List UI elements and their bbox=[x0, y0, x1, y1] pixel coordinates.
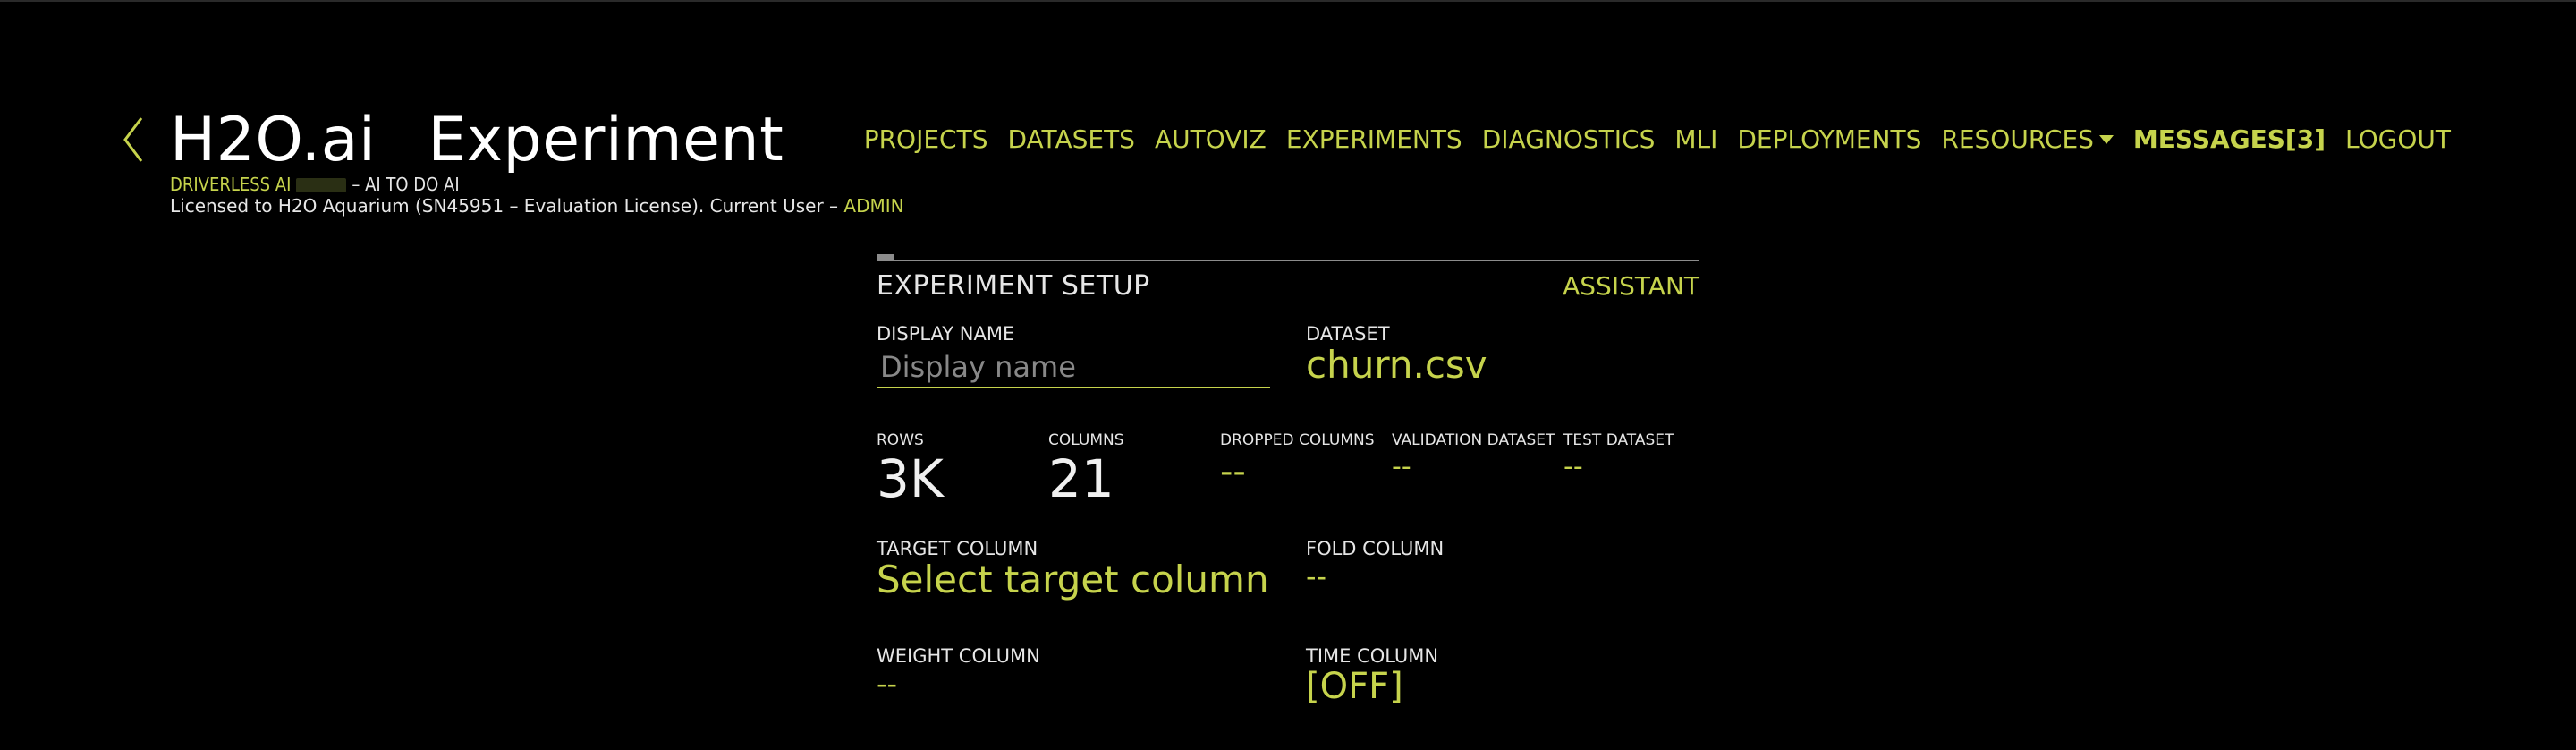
nav-projects[interactable]: PROJECTS bbox=[863, 124, 988, 154]
fold-column-label: FOLD COLUMN bbox=[1306, 538, 1445, 559]
nav-autoviz[interactable]: AUTOVIZ bbox=[1154, 124, 1267, 154]
weight-column-label: WEIGHT COLUMN bbox=[877, 645, 1040, 667]
panel-title: EXPERIMENT SETUP bbox=[877, 270, 1150, 302]
license-line: Licensed to H2O Aquarium (SN45951 – Eval… bbox=[170, 195, 904, 217]
nav-logout[interactable]: LOGOUT bbox=[2345, 124, 2451, 154]
brand-name: H2O.ai bbox=[170, 105, 377, 175]
nav-diagnostics[interactable]: DIAGNOSTICS bbox=[1481, 124, 1656, 154]
time-column-value[interactable]: [OFF] bbox=[1306, 666, 1403, 707]
product-tagline: – AI TO DO AI bbox=[352, 174, 460, 195]
fold-column-value[interactable]: -- bbox=[1306, 559, 1327, 593]
license-text: Licensed to H2O Aquarium (SN45951 – Eval… bbox=[170, 195, 839, 217]
page-title: Experiment bbox=[428, 105, 784, 175]
weight-column-value[interactable]: -- bbox=[877, 667, 898, 701]
experiment-setup-panel: EXPERIMENT SETUP ASSISTANT DISPLAY NAME … bbox=[877, 254, 1699, 750]
time-column-label: TIME COLUMN bbox=[1306, 645, 1439, 667]
nav-resources[interactable]: RESOURCES bbox=[1941, 122, 2114, 158]
assistant-button[interactable]: ASSISTANT bbox=[1563, 271, 1699, 301]
columns-value[interactable]: 21 bbox=[1048, 448, 1114, 509]
dropped-columns-value[interactable]: -- bbox=[1220, 451, 1246, 492]
product-line: DRIVERLESS AI – AI TO DO AI bbox=[170, 174, 460, 195]
nav-deployments[interactable]: DEPLOYMENTS bbox=[1737, 124, 1922, 154]
caret-down-icon bbox=[2098, 135, 2114, 144]
nav-messages[interactable]: MESSAGES[3] bbox=[2132, 124, 2326, 154]
top-border bbox=[0, 0, 2576, 2]
rows-label: ROWS bbox=[877, 431, 924, 449]
rows-value: 3K bbox=[877, 448, 944, 509]
dataset-value[interactable]: churn.csv bbox=[1306, 343, 1487, 387]
nav-resources-label: RESOURCES bbox=[1941, 124, 2094, 154]
panel-divider-tab bbox=[877, 254, 894, 261]
dropped-columns-label: DROPPED COLUMNS bbox=[1220, 431, 1375, 449]
redacted-version bbox=[296, 178, 347, 192]
columns-label: COLUMNS bbox=[1048, 431, 1124, 449]
validation-dataset-label: VALIDATION DATASET bbox=[1392, 431, 1555, 449]
target-column-value[interactable]: Select target column bbox=[877, 558, 1269, 601]
panel-divider bbox=[877, 260, 1699, 261]
nav-experiments[interactable]: EXPERIMENTS bbox=[1285, 124, 1462, 154]
test-dataset-label: TEST DATASET bbox=[1563, 431, 1674, 449]
validation-dataset-value[interactable]: -- bbox=[1392, 451, 1411, 482]
current-user: ADMIN bbox=[843, 195, 904, 217]
test-dataset-value[interactable]: -- bbox=[1563, 451, 1583, 482]
target-column-label: TARGET COLUMN bbox=[877, 538, 1038, 559]
app-title: H2O.ai Experiment bbox=[170, 100, 784, 181]
main-nav: PROJECTS DATASETS AUTOVIZ EXPERIMENTS DI… bbox=[864, 122, 2451, 158]
nav-mli[interactable]: MLI bbox=[1674, 124, 1718, 154]
dataset-label: DATASET bbox=[1306, 323, 1390, 345]
display-name-input[interactable] bbox=[877, 347, 1270, 388]
nav-datasets[interactable]: DATASETS bbox=[1007, 124, 1135, 154]
back-chevron-icon[interactable] bbox=[122, 115, 145, 165]
product-name: DRIVERLESS AI bbox=[170, 174, 292, 195]
display-name-label: DISPLAY NAME bbox=[877, 323, 1015, 345]
